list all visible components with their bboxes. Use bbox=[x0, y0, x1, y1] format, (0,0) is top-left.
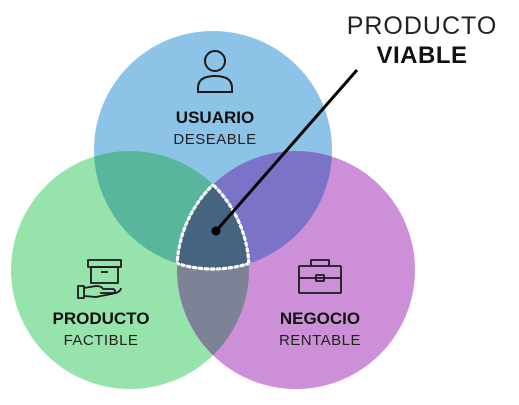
callout-line1: PRODUCTO bbox=[347, 12, 498, 40]
center-dotted-outline bbox=[175, 151, 251, 271]
negocio-subtitle: RENTABLE bbox=[279, 332, 361, 349]
user-icon bbox=[197, 50, 233, 93]
briefcase-icon bbox=[298, 259, 342, 294]
callout-line2: VIABLE bbox=[376, 42, 467, 69]
usuario-subtitle: DESEABLE bbox=[173, 131, 256, 148]
overlap-usuario-negocio bbox=[177, 151, 332, 269]
negocio-title: NEGOCIO bbox=[280, 309, 360, 328]
callout-pointer-dot bbox=[211, 226, 221, 236]
producto-title: PRODUCTO bbox=[53, 309, 150, 328]
callout-pointer-line bbox=[214, 69, 359, 232]
producto-subtitle: FACTIBLE bbox=[64, 332, 139, 349]
box-in-hand-icon bbox=[77, 259, 122, 299]
usuario-title: USUARIO bbox=[176, 108, 254, 127]
overlap-usuario-producto bbox=[94, 151, 249, 269]
